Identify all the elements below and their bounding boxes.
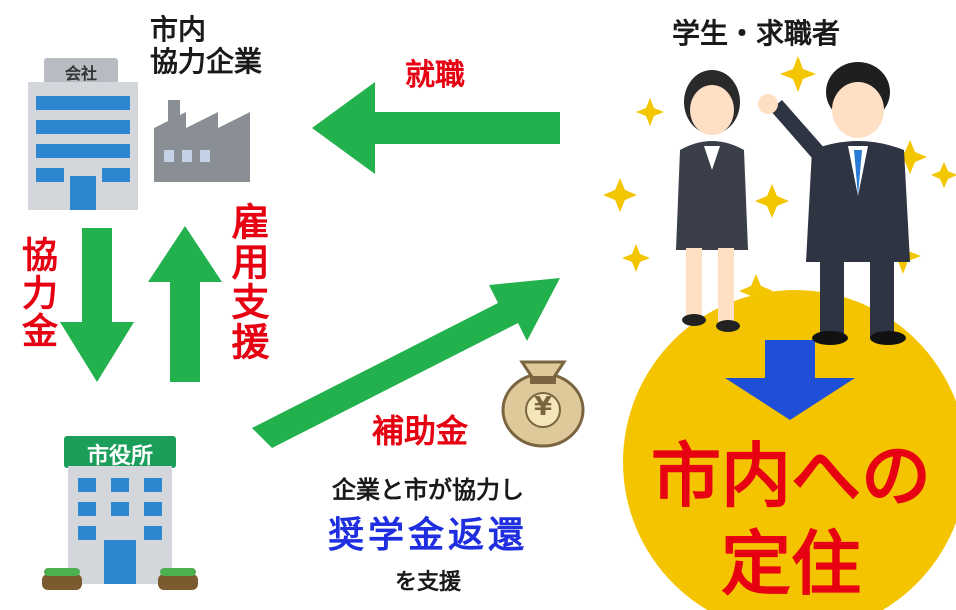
caption-line-3: を支援 [394, 570, 461, 595]
settlement-down-arrow [725, 340, 855, 420]
employment-support-label: 雇用支援 [225, 202, 269, 362]
students-jobseekers-label: 学生・求職者 [672, 17, 841, 50]
employment-arrow [312, 82, 560, 174]
company-sign-label: 会社 [64, 64, 97, 83]
partner-companies-label: 市内 協力企業 [150, 13, 263, 78]
city-hall-sign-label: 市役所 [86, 444, 153, 469]
caption-line-1: 企業と市が協力し [332, 476, 524, 504]
employment-label: 就職 [405, 58, 465, 93]
employment-support-arrow [148, 226, 222, 382]
money-bag-yen-icon [501, 360, 585, 448]
city-hall-icon [42, 436, 198, 590]
contribution-label: 協力金 [16, 236, 57, 350]
businesswoman-icon [676, 70, 748, 332]
businessman-icon [758, 62, 910, 345]
settlement-circle [623, 290, 956, 610]
factory-icon [154, 100, 250, 182]
subsidy-label: 補助金 [372, 412, 469, 450]
settlement-text-line-1: 市内への [651, 435, 931, 517]
caption-line-2: 奨学金返還 [327, 515, 528, 556]
yen-symbol: ¥ [533, 392, 553, 422]
settlement-text-line-2: 定住 [721, 523, 861, 605]
subsidy-arrow [252, 278, 560, 448]
office-building-icon [28, 58, 138, 210]
contribution-arrow [60, 228, 134, 382]
